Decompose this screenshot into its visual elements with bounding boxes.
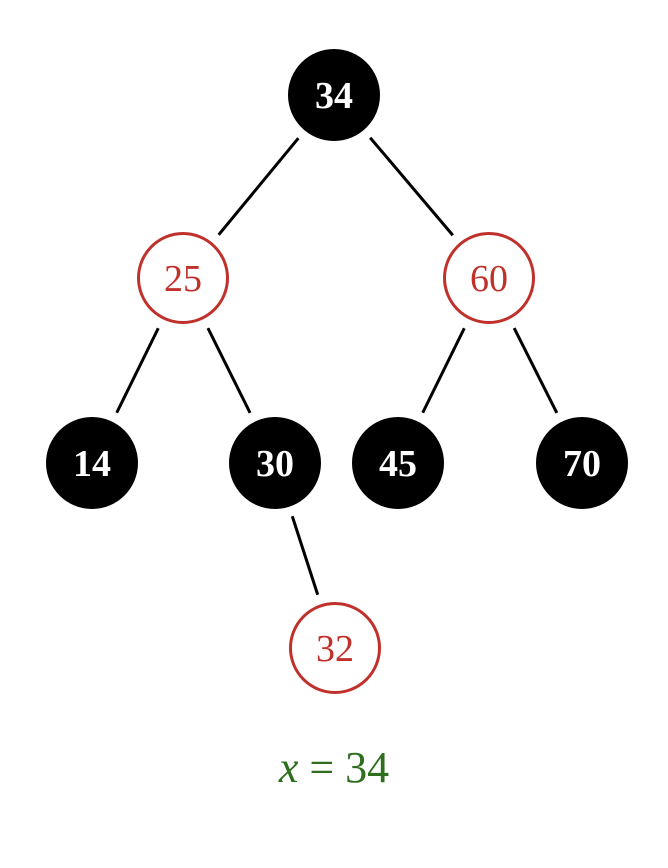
node-label: 60 — [470, 258, 508, 300]
node-label: 70 — [563, 443, 601, 485]
tree-node-45: 45 — [352, 417, 444, 509]
tree-edges — [115, 136, 559, 596]
black-node-circle — [352, 417, 444, 509]
black-node-circle — [536, 417, 628, 509]
tree-node-25: 25 — [137, 232, 229, 324]
key-caption: x = 34 — [0, 742, 668, 793]
tree-edge — [512, 327, 559, 414]
caption-variable: x — [278, 743, 299, 792]
red-node-circle — [443, 232, 535, 324]
node-label: 14 — [73, 443, 111, 485]
caption-value: 34 — [345, 743, 390, 792]
tree-edge — [290, 515, 320, 596]
red-node-circle — [289, 602, 381, 694]
tree-node-14: 14 — [46, 417, 138, 509]
tree-edge — [115, 327, 160, 414]
black-node-circle — [288, 49, 380, 141]
tree-node-60: 60 — [443, 232, 535, 324]
black-node-circle — [46, 417, 138, 509]
caption-operator: = — [309, 743, 335, 792]
tree-edge — [369, 136, 454, 237]
tree-edge — [206, 327, 252, 414]
node-label: 25 — [164, 258, 202, 300]
tree-node-32: 32 — [289, 602, 381, 694]
tree-edge — [217, 137, 300, 236]
tree-edge — [421, 327, 466, 414]
black-node-circle — [229, 417, 321, 509]
red-node-circle — [137, 232, 229, 324]
tree-nodes: 34 25 60 14 30 45 70 32 — [46, 49, 628, 694]
node-label: 30 — [256, 443, 294, 485]
node-label: 34 — [315, 75, 353, 117]
node-label: 45 — [379, 443, 417, 485]
tree-node-34: 34 — [288, 49, 380, 141]
node-label: 32 — [316, 628, 354, 670]
tree-node-30: 30 — [229, 417, 321, 509]
tree-node-70: 70 — [536, 417, 628, 509]
